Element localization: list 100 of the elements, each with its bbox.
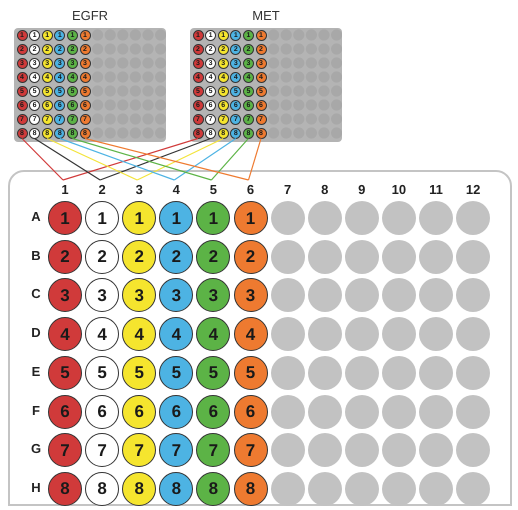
row-letter: F xyxy=(31,404,41,416)
empty-well xyxy=(419,433,453,468)
sample-well: 8 xyxy=(159,472,194,506)
sample-well: 1 xyxy=(234,201,268,235)
sample-well: 2 xyxy=(85,240,120,274)
connector-line xyxy=(174,138,236,180)
empty-well xyxy=(382,278,416,312)
sample-well: 8 xyxy=(122,472,156,506)
sample-well: 2 xyxy=(196,240,230,274)
empty-well xyxy=(456,433,490,468)
sample-well: 2 xyxy=(159,240,194,274)
empty-well xyxy=(270,240,305,274)
empty-well xyxy=(419,394,453,428)
empty-well xyxy=(456,240,490,274)
sample-well: 7 xyxy=(159,433,194,468)
row-letter: B xyxy=(30,248,42,262)
sample-well: 3 xyxy=(122,278,156,312)
well-plate xyxy=(8,170,512,506)
empty-well xyxy=(344,317,379,352)
column-number: 9 xyxy=(352,182,372,197)
connector-line xyxy=(22,138,64,180)
empty-well xyxy=(382,472,416,506)
empty-well xyxy=(344,240,379,274)
empty-well xyxy=(419,201,453,235)
sample-well: 5 xyxy=(122,356,156,390)
sample-well: 1 xyxy=(159,201,194,235)
empty-well xyxy=(382,433,416,468)
empty-well xyxy=(270,394,305,428)
sample-well: 4 xyxy=(85,317,120,352)
empty-well xyxy=(419,317,453,352)
row-letter: H xyxy=(30,480,42,494)
row-letter: C xyxy=(30,287,42,300)
empty-well xyxy=(308,240,342,274)
connector-line xyxy=(34,138,100,180)
sample-well: 3 xyxy=(48,278,82,312)
row-letter: E xyxy=(30,364,42,378)
column-number: 3 xyxy=(129,182,150,197)
sample-well: 3 xyxy=(159,278,194,312)
sample-well: 6 xyxy=(48,394,82,428)
sample-well: 3 xyxy=(85,278,120,312)
connector-line xyxy=(100,138,211,181)
empty-well xyxy=(308,317,342,352)
empty-well xyxy=(308,472,342,506)
sample-well: 5 xyxy=(234,356,268,390)
connector-line xyxy=(136,138,224,181)
column-number: 12 xyxy=(463,182,484,197)
empty-well xyxy=(456,472,490,506)
column-number: 11 xyxy=(426,182,446,197)
sample-well: 8 xyxy=(85,472,120,506)
sample-well: 4 xyxy=(196,317,230,352)
sample-well: 1 xyxy=(48,201,82,235)
connector-line xyxy=(210,138,249,180)
empty-well xyxy=(382,356,416,390)
sample-well: 6 xyxy=(85,394,120,428)
sample-well: 8 xyxy=(48,472,82,506)
empty-well xyxy=(270,356,305,390)
connector-line xyxy=(46,138,138,181)
sample-well: 5 xyxy=(48,356,82,390)
plate-title: MET xyxy=(251,7,281,25)
column-number: 4 xyxy=(166,182,186,197)
sample-well: 4 xyxy=(122,317,156,352)
column-number: 6 xyxy=(240,182,260,197)
sample-well: 1 xyxy=(122,201,156,235)
connector-line xyxy=(84,138,249,181)
column-number: 7 xyxy=(278,182,298,197)
empty-well xyxy=(270,472,305,506)
connector-line xyxy=(60,138,174,181)
row-letter: G xyxy=(30,442,42,456)
sample-well: 5 xyxy=(85,356,120,390)
sample-well: 6 xyxy=(159,394,194,428)
sample-well: 3 xyxy=(196,278,230,312)
empty-well xyxy=(382,240,416,274)
sample-well: 4 xyxy=(159,317,194,352)
column-number: 8 xyxy=(314,182,335,197)
sample-well: 7 xyxy=(234,433,268,468)
empty-well xyxy=(456,317,490,352)
sample-well: 4 xyxy=(234,317,268,352)
sample-well: 2 xyxy=(122,240,156,274)
column-number: 5 xyxy=(203,182,224,197)
connector-line xyxy=(62,138,198,181)
sample-well: 1 xyxy=(196,201,230,235)
empty-well xyxy=(456,278,490,312)
sample-well: 7 xyxy=(48,433,82,468)
empty-well xyxy=(308,356,342,390)
empty-well xyxy=(308,278,342,312)
sample-well: 4 xyxy=(48,317,82,352)
sample-well: 6 xyxy=(196,394,230,428)
empty-well xyxy=(419,356,453,390)
empty-well xyxy=(456,394,490,428)
row-letter: D xyxy=(30,326,42,340)
empty-well xyxy=(382,317,416,352)
empty-well xyxy=(419,240,453,274)
sample-well: 5 xyxy=(159,356,194,390)
empty-well xyxy=(456,201,490,235)
empty-well xyxy=(344,278,379,312)
empty-well xyxy=(456,356,490,390)
connector-line xyxy=(72,138,212,181)
sample-well: 8 xyxy=(196,472,230,506)
column-number: 10 xyxy=(388,182,409,197)
sample-well: 1 xyxy=(85,201,120,235)
